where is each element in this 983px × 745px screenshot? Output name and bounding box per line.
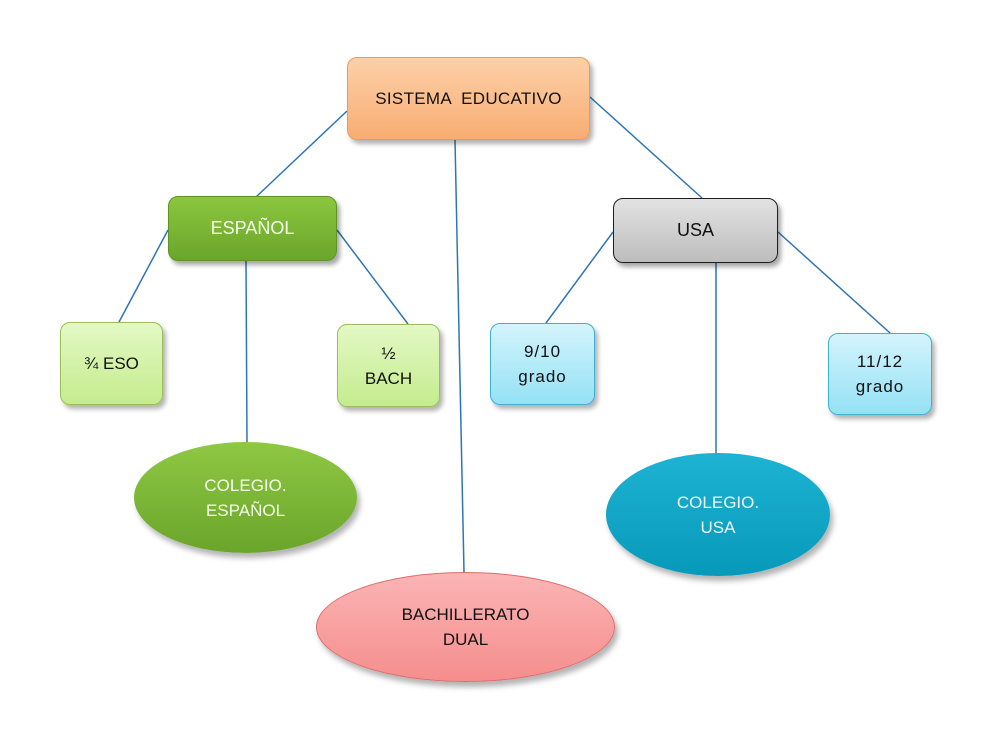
node-sistema-educativo: SISTEMA EDUCATIVO — [347, 57, 590, 140]
node-label: SISTEMA EDUCATIVO — [375, 89, 562, 108]
node-grado-11-12: 11/12 grado — [828, 333, 932, 415]
edge-root-usa — [589, 96, 703, 199]
node-usa: USA — [613, 198, 778, 263]
node-label-line1: 11/12 — [856, 352, 904, 371]
edge-root-bachillerato-dual — [454, 139, 465, 573]
node-label-line2: DUAL — [442, 630, 489, 649]
node-label: USA — [676, 220, 714, 240]
edge-usa-11-12 — [777, 231, 891, 334]
node-label: ESPAÑOL — [210, 218, 295, 238]
edge-espanol-bach — [336, 229, 409, 325]
node-label-line2: BACH — [364, 368, 413, 388]
node-label-line2: ESPAÑOL — [205, 500, 286, 520]
node-label: ¾ ESO — [84, 354, 139, 373]
node-label-line2: grado — [855, 377, 905, 396]
edge-root-espanol — [255, 110, 348, 198]
node-label-line1: COLEGIO. — [676, 492, 760, 512]
node-label-line1: COLEGIO. — [204, 475, 287, 495]
node-bachillerato-dual: BACHILLERATO DUAL — [316, 572, 615, 682]
edge-usa-9-10 — [545, 231, 614, 324]
node-espanol: ESPAÑOL — [168, 196, 337, 261]
edge-espanol-colegio-espanol — [245, 260, 248, 444]
node-eso: ¾ ESO — [60, 322, 163, 405]
edge-espanol-eso — [118, 229, 169, 323]
node-colegio-usa: COLEGIO. USA — [606, 453, 830, 576]
node-bach: ½ BACH — [337, 324, 440, 407]
node-label-line1: 9/10 — [523, 342, 562, 361]
node-colegio-espanol: COLEGIO. ESPAÑOL — [134, 442, 357, 553]
node-grado-9-10: 9/10 grado — [490, 323, 595, 405]
node-label-line1: BACHILLERATO — [401, 605, 530, 624]
node-label-line2: USA — [700, 517, 736, 537]
node-label-line1: ½ — [381, 343, 396, 363]
node-label-line2: grado — [518, 367, 567, 386]
